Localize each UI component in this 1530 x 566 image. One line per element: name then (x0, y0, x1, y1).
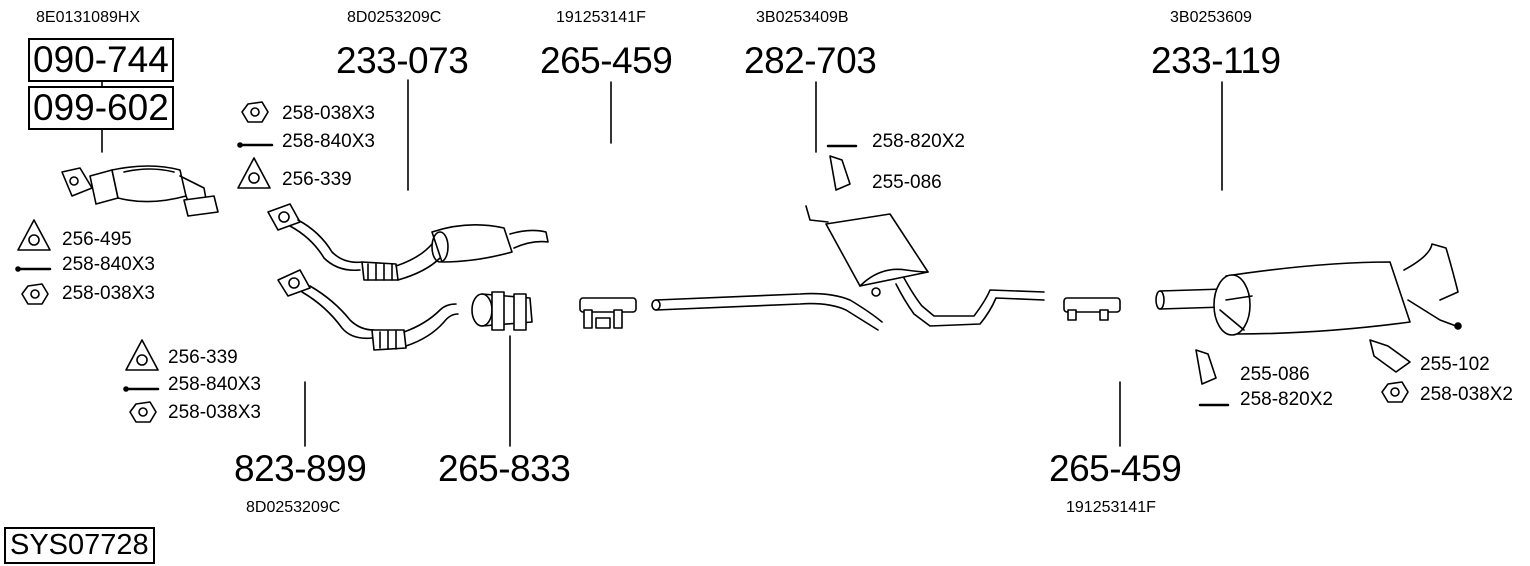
hardware-cat-nut[interactable]: 258-038X3 (62, 283, 155, 304)
part-number-clamp-top[interactable]: 265-459 (540, 40, 673, 81)
oe-number-rear: 3B0253609 (1170, 9, 1252, 26)
system-code: SYS07728 (4, 527, 155, 564)
hardware-cat-bolt[interactable]: 258-840X3 (62, 254, 155, 275)
rear-muffler-drawing (1155, 243, 1462, 336)
oe-number-front-pipe-top: 8D0253209C (347, 9, 442, 26)
hardware-cat-gasket[interactable]: 256-495 (62, 229, 132, 250)
cat-hardware-drawing (15, 219, 52, 305)
clamp-top-drawing (579, 297, 637, 329)
part-number-connector[interactable]: 265-833 (438, 448, 571, 489)
part-number-rear[interactable]: 233-119 (1151, 40, 1281, 81)
part-number-catalyst-a[interactable]: 090-744 (28, 38, 174, 82)
catalyst-drawing (61, 165, 219, 217)
hardware-fp-top-bolt[interactable]: 258-840X3 (282, 131, 375, 152)
oe-number-front-pipe-bottom: 8D0253209C (246, 499, 341, 516)
hardware-rear-hanger[interactable]: 255-086 (1240, 364, 1310, 385)
hardware-fp-bot-nut[interactable]: 258-038X3 (168, 402, 261, 423)
hardware-rear-bracket[interactable]: 255-102 (1420, 354, 1490, 375)
part-number-front-pipe-bottom[interactable]: 823-899 (234, 448, 367, 489)
front-pipe-bottom-drawing (277, 269, 459, 351)
rear-hardware-drawing (1195, 339, 1411, 407)
part-number-clamp-bottom[interactable]: 265-459 (1049, 448, 1182, 489)
front-pipe-top-drawing (267, 203, 549, 281)
middle-muffler-drawing (651, 144, 1045, 331)
part-number-middle[interactable]: 282-703 (744, 40, 877, 81)
hardware-rear-nut[interactable]: 258-038X2 (1420, 384, 1513, 405)
hardware-fp-bot-bolt[interactable]: 258-840X3 (168, 374, 261, 395)
oe-number-clamp-bottom: 191253141F (1066, 499, 1156, 516)
oe-number-middle: 3B0253409B (756, 9, 849, 26)
hardware-fp-bot-gasket[interactable]: 256-339 (168, 347, 238, 368)
clamp-bottom-drawing (1063, 297, 1121, 321)
part-number-catalyst-b[interactable]: 099-602 (28, 86, 174, 130)
hardware-mid-bolt[interactable]: 258-820X2 (872, 131, 965, 152)
leader-lines (101, 79, 1223, 447)
connector-drawing (471, 291, 533, 331)
hardware-fp-top-nut[interactable]: 258-038X3 (282, 103, 375, 124)
oe-number-clamp-top: 191253141F (556, 9, 646, 26)
part-number-front-pipe-top[interactable]: 233-073 (336, 40, 469, 81)
fp-bot-hardware-drawing (123, 339, 160, 423)
oe-number-catalyst: 8E0131089HX (36, 9, 141, 26)
hardware-mid-hanger[interactable]: 255-086 (872, 172, 942, 193)
hardware-fp-top-gasket[interactable]: 256-339 (282, 169, 352, 190)
hardware-rear-bolt[interactable]: 258-820X2 (1240, 389, 1333, 410)
fp-top-hardware-drawing (237, 101, 274, 189)
